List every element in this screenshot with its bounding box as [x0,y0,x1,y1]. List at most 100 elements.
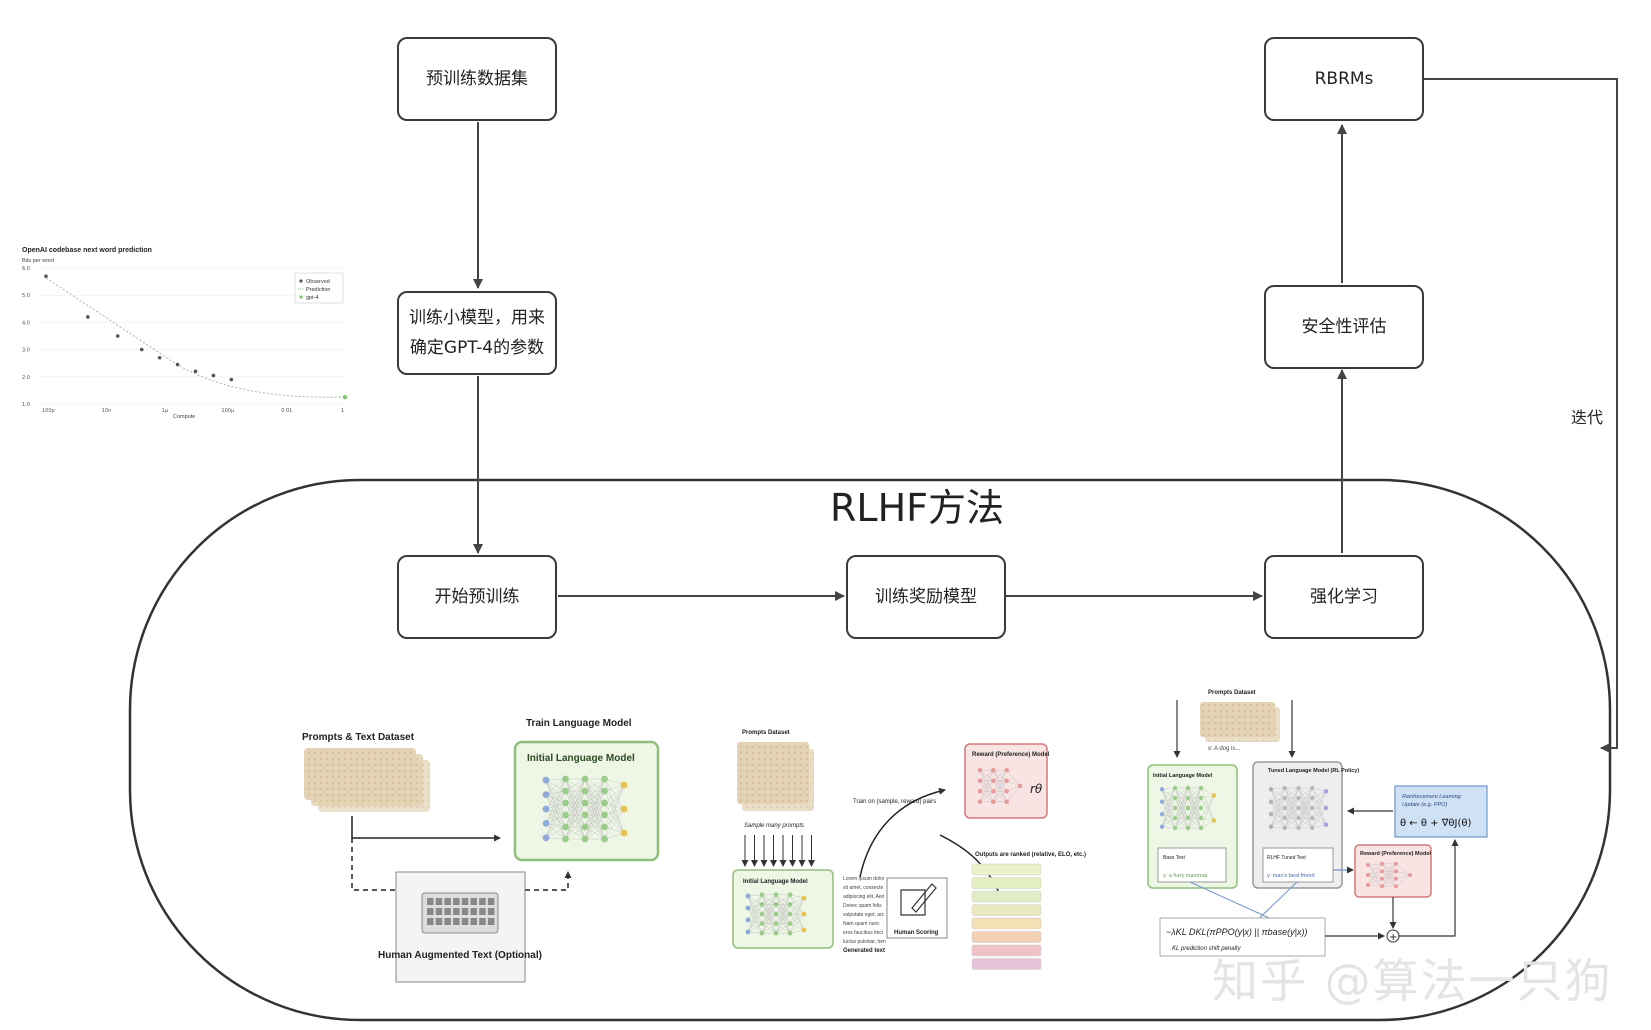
net-edge [761,923,777,934]
p3-kl-caption: KL prediction shift penalty [1172,946,1242,952]
net-edge [545,780,566,840]
net-edge [1395,874,1411,879]
net-node [542,791,550,798]
net-edge [1395,871,1411,876]
net-edge [1161,789,1176,819]
net-edge [545,808,566,816]
net-edge [789,913,805,934]
key [435,908,443,915]
net-node [542,834,550,842]
net-edge [1270,787,1285,790]
p1-human-text: Human Augmented Text (Optional) [378,950,542,961]
net-node [801,911,807,917]
net-node [1185,805,1191,811]
net-edge [1161,814,1176,819]
net-edge [584,778,605,804]
net-edge [604,808,625,828]
net-node [1394,869,1398,874]
net-node [801,895,807,901]
net-edge [747,894,763,933]
net-edge [1270,789,1285,829]
net-node [1172,785,1178,791]
net-edge [565,778,586,840]
net-edge [1161,797,1176,815]
net-node [773,892,779,898]
net-node [1268,824,1274,829]
net-edge [1187,787,1202,819]
p3-arrow-sum-to-update [1399,839,1459,937]
p2-reward-theta: rθ [1030,782,1043,796]
net-edge [1200,797,1215,821]
p3-reward-net-icon [1366,861,1412,889]
net-edge [1174,817,1189,829]
net-edge [1161,807,1176,827]
net-edge [789,897,805,934]
net-edge [747,894,763,909]
net-edge [1270,797,1285,802]
net-node [773,911,779,917]
net-node [745,917,751,923]
ranked-output [971,917,1042,930]
net-edge [789,923,805,931]
legend-gpt4: gpt-4 [306,295,319,301]
y-tick-label: 6.0 [22,266,30,272]
key [470,908,477,915]
net-edge [775,923,791,934]
net-node [1185,785,1191,791]
net-node [1366,873,1370,877]
p3-tuned-label: Tuned Language Model (RL Policy) [1268,768,1359,774]
net-edge [545,802,566,838]
net-node [1004,767,1009,773]
net-edge [545,780,566,828]
net-edge [1270,789,1285,819]
net-node [773,930,779,936]
net-edge [1200,795,1215,809]
net-edge [1270,787,1285,815]
net-edge [1174,787,1189,819]
net-edge [1367,871,1383,876]
net-edge [1312,787,1327,825]
net-edge [1270,797,1285,827]
net-node [787,892,793,898]
net-edge [1312,791,1327,809]
net-node [1185,795,1191,801]
net-edge [1395,863,1411,876]
net-edge [565,778,586,804]
net-node [562,835,569,843]
iterate-label: 迭代 [1571,408,1604,427]
net-edge [565,778,586,816]
p1-train-title: Train Language Model [526,718,632,729]
net-edge [1298,787,1313,819]
ranked-output [971,904,1042,916]
net-node [787,921,793,926]
net-node [581,787,589,795]
p2-sample-label: Sample many prompts [744,823,804,829]
inset-legend-box [294,272,344,304]
p3-dataset-label: Prompts Dataset [1208,690,1256,696]
net-edge [993,791,1007,802]
net-node [1268,812,1274,817]
net-edge [1161,807,1176,815]
key [427,908,434,915]
net-node [1172,815,1178,821]
net-node [1296,825,1301,831]
net-edge [761,894,777,924]
net-edge [1312,791,1327,799]
net-node [1159,824,1165,829]
net-edge [1187,787,1202,809]
net-edge [1161,789,1176,829]
net-node [991,778,996,784]
observed-point [139,347,144,352]
net-edge [789,904,805,915]
net-node [977,767,983,773]
p2-reward-title: Reward (Preference) Model [972,752,1050,758]
net-edge [761,894,777,915]
net-edge [789,897,805,905]
p2-dataset-label: Prompts Dataset [742,730,790,736]
ranked-output [971,877,1042,889]
net-edge [747,913,763,921]
net-edge [545,808,566,840]
y-tick-label: 1.0 [22,402,30,408]
p1-dataset-stack-1 [304,748,416,800]
